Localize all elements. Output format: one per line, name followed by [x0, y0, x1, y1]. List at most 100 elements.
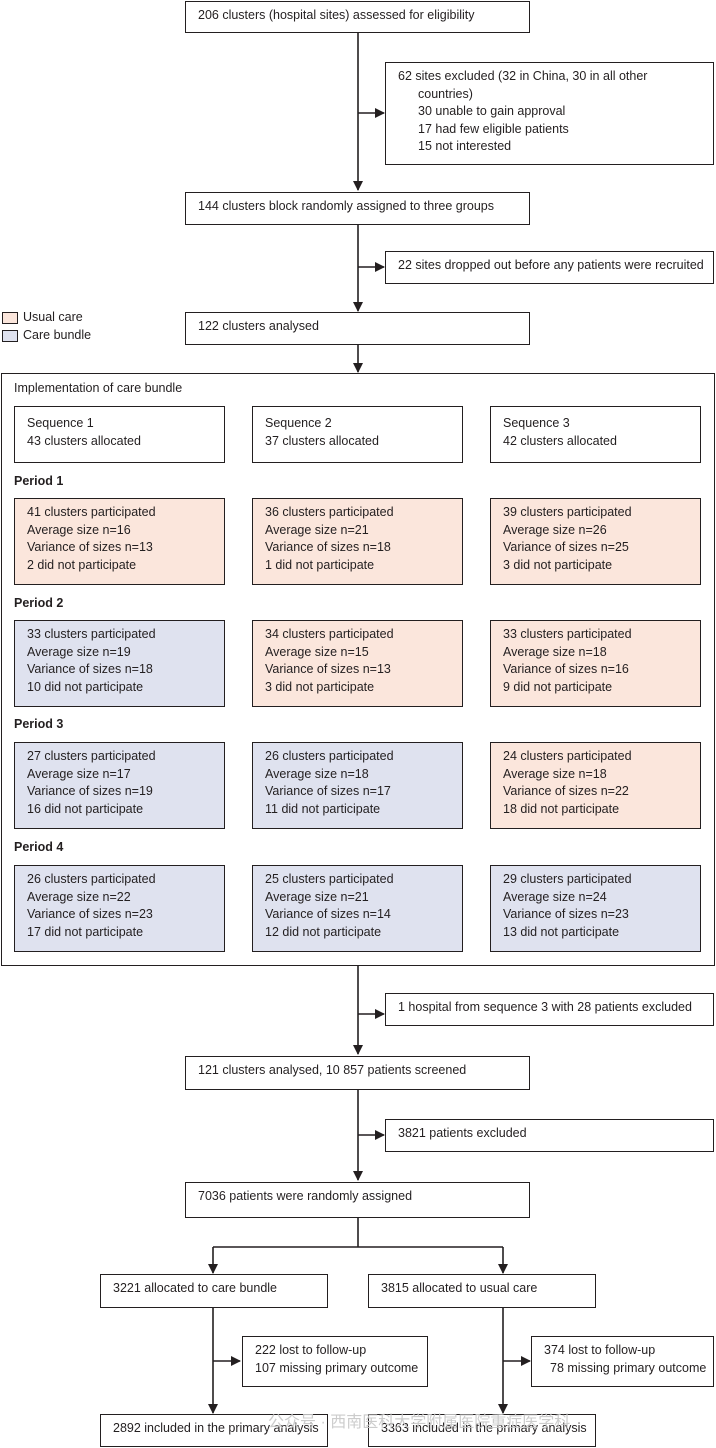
care-bundle-allocated-text: 3221 allocated to care bundle	[113, 1281, 278, 1295]
usual-care-allocated-text: 3815 allocated to usual care	[381, 1281, 538, 1295]
sequence-allocated: 42 clusters allocated	[503, 433, 617, 448]
randomly-assigned-box: 7036 patients were randomly assigned	[185, 1182, 530, 1218]
cell-line: 33 clusters participated	[27, 627, 156, 641]
cell-line: Average size n=22	[27, 889, 131, 904]
legend-swatch-care-bundle	[2, 330, 18, 342]
cell-line: Variance of sizes n=18	[27, 662, 153, 676]
cell-line: Average size n=18	[265, 766, 369, 781]
cell-line: Variance of sizes n=19	[27, 784, 153, 798]
clusters-analysed-box: 121 clusters analysed, 10 857 patients s…	[185, 1056, 530, 1090]
cell-line: 9 did not participate	[503, 679, 613, 694]
excluded-line: 30 unable to gain approval	[418, 104, 566, 118]
sequence-3-box: Sequence 3 42 clusters allocated	[490, 406, 701, 463]
cell-line: 29 clusters participated	[503, 872, 632, 886]
cell-line: Variance of sizes n=16	[503, 662, 629, 676]
cell-line: 11 did not participate	[265, 801, 381, 816]
cell-line: Variance of sizes n=18	[265, 540, 391, 554]
lost-line: 222 lost to follow-up	[255, 1343, 367, 1357]
assessed-text: 206 clusters (hospital sites) assessed f…	[198, 8, 475, 22]
usual-care-allocated-box: 3815 allocated to usual care	[368, 1274, 596, 1308]
cell-line: Variance of sizes n=23	[503, 907, 629, 921]
cell-line: 39 clusters participated	[503, 505, 632, 519]
cell-line: 33 clusters participated	[503, 627, 632, 641]
cell-line: 26 clusters participated	[265, 749, 394, 763]
watermark-text: 公众号 · 西南医科大学附属医院重症医学科	[268, 1414, 571, 1431]
dropped-text: 22 sites dropped out before any patients…	[398, 258, 704, 272]
cell-line: 36 clusters participated	[265, 505, 394, 519]
excluded-line: 62 sites excluded (32 in China, 30 in al…	[398, 69, 648, 83]
lost-line: 107 missing primary outcome	[255, 1360, 419, 1375]
usual-care-included-text: 3363 included in the primary analysis	[381, 1421, 587, 1435]
usual-care-included-box: 3363 included in the primary analysis	[368, 1414, 596, 1447]
sequence-1-box: Sequence 1 43 clusters allocated	[14, 406, 225, 463]
excluded-line: 17 had few eligible patients	[418, 121, 569, 136]
randomised-text: 144 clusters block randomly assigned to …	[198, 199, 494, 213]
randomised-box: 144 clusters block randomly assigned to …	[185, 192, 530, 225]
care-bundle-included-box: 2892 included in the primary analysis	[100, 1414, 328, 1447]
cell-line: 16 did not participate	[27, 801, 144, 816]
cell-line: Average size n=21	[265, 889, 369, 904]
cell-line: Average size n=24	[503, 889, 607, 904]
clusters-analysed-text: 121 clusters analysed, 10 857 patients s…	[198, 1063, 467, 1077]
legend-label-care-bundle: Care bundle	[23, 328, 92, 342]
period-4-label: Period 4	[14, 840, 64, 854]
lost-line: 374 lost to follow-up	[544, 1343, 656, 1357]
care-bundle-included-text: 2892 included in the primary analysis	[113, 1421, 319, 1435]
patients-excluded-box: 3821 patients excluded	[385, 1119, 714, 1152]
cell-line: Average size n=21	[265, 522, 369, 537]
cell-line: 13 did not participate	[503, 924, 620, 939]
cell-line: 26 clusters participated	[27, 872, 156, 886]
cell-line: 18 did not participate	[503, 801, 620, 816]
cell-line: Average size n=26	[503, 522, 607, 537]
period-2-label: Period 2	[14, 596, 64, 610]
cell-line: Variance of sizes n=25	[503, 540, 629, 554]
period-3-label: Period 3	[14, 717, 64, 731]
cell-line: 1 did not participate	[265, 557, 375, 572]
excluded-line: countries)	[418, 86, 473, 101]
cell-line: Average size n=17	[27, 766, 131, 781]
cell-line: Variance of sizes n=13	[27, 540, 153, 554]
cell-line: 17 did not participate	[27, 924, 144, 939]
cell-line: Average size n=16	[27, 522, 131, 537]
cell-line: Variance of sizes n=22	[503, 784, 629, 798]
cell-line: Average size n=18	[503, 644, 607, 659]
cell-line: 27 clusters participated	[27, 749, 156, 763]
hospital-excluded-box: 1 hospital from sequence 3 with 28 patie…	[385, 993, 714, 1026]
care-bundle-allocated-box: 3221 allocated to care bundle	[100, 1274, 328, 1308]
dropped-box: 22 sites dropped out before any patients…	[385, 251, 714, 284]
cell-line: 12 did not participate	[265, 924, 382, 939]
lost-line: 78 missing primary outcome	[550, 1360, 707, 1375]
excluded-line: 15 not interested	[418, 139, 512, 153]
usual-care-lost-box: 374 lost to follow-up 78 missing primary…	[531, 1336, 714, 1387]
sequence-2-box: Sequence 2 37 clusters allocated	[252, 406, 463, 463]
patients-excluded-text: 3821 patients excluded	[398, 1126, 527, 1140]
sequence-name: Sequence 1	[27, 416, 94, 430]
cell-line: Average size n=15	[265, 644, 369, 659]
implementation-frame	[1, 373, 715, 966]
cell-line: Variance of sizes n=13	[265, 662, 391, 676]
sequence-name: Sequence 2	[265, 416, 332, 430]
cell-line: Variance of sizes n=17	[265, 784, 391, 798]
cell-line: 25 clusters participated	[265, 872, 394, 886]
hospital-excluded-text: 1 hospital from sequence 3 with 28 patie…	[398, 1000, 692, 1014]
analysed-text: 122 clusters analysed	[198, 319, 319, 333]
cell-line: 41 clusters participated	[27, 505, 156, 519]
cell-line: Variance of sizes n=14	[265, 907, 391, 921]
legend-swatch-usual-care	[2, 312, 18, 324]
cell-line: 24 clusters participated	[503, 749, 632, 763]
randomly-assigned-text: 7036 patients were randomly assigned	[198, 1189, 413, 1203]
cell-line: Average size n=19	[27, 644, 131, 659]
cell-line: 3 did not participate	[265, 679, 375, 694]
assessed-box: 206 clusters (hospital sites) assessed f…	[185, 1, 530, 33]
cell-line: 34 clusters participated	[265, 627, 394, 641]
